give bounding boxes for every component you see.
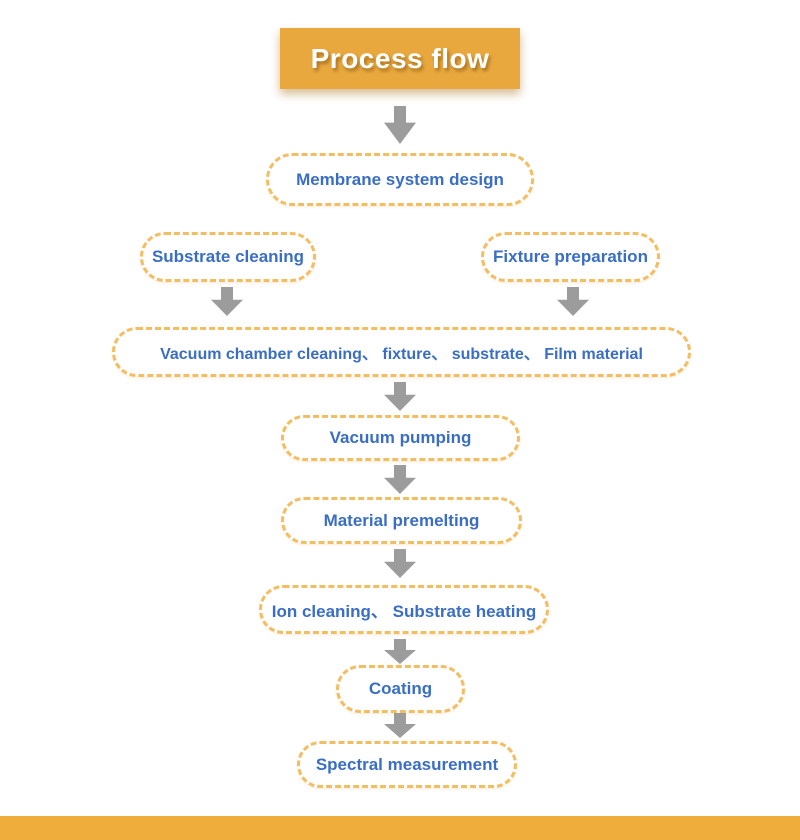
flow-node-membrane-system-design: Membrane system design xyxy=(266,153,534,206)
page-title: Process flow xyxy=(310,42,490,74)
flow-node-label: Ion cleaning、 Substrate heating xyxy=(271,602,537,621)
flow-node-vacuum-pumping: Vacuum pumping xyxy=(281,415,520,461)
down-arrow-icon xyxy=(384,713,416,738)
flow-node-material-premelting: Material premelting xyxy=(281,497,522,544)
down-arrow-icon xyxy=(384,639,416,664)
down-arrow-icon xyxy=(384,465,416,494)
flow-node-label: Material premelting xyxy=(323,510,480,530)
footer-bar xyxy=(0,816,800,840)
flow-node-label: Coating xyxy=(368,679,433,698)
title-banner: Process flow xyxy=(280,28,520,89)
flow-node-label: Substrate cleaning xyxy=(151,247,305,266)
flow-node-label: Spectral measurement xyxy=(315,754,499,774)
down-arrow-icon xyxy=(384,106,416,144)
flow-node-vacuum-chamber-loading: Vacuum chamber cleaning、 fixture、 substr… xyxy=(112,327,691,377)
flow-node-label: Vacuum pumping xyxy=(329,428,472,447)
down-arrow-icon xyxy=(384,549,416,578)
flow-node-fixture-preparation: Fixture preparation xyxy=(481,232,660,282)
flow-node-label: Membrane system design xyxy=(296,169,504,189)
flow-node-label: Vacuum chamber cleaning、 fixture、 substr… xyxy=(160,346,643,363)
down-arrow-icon xyxy=(211,287,243,316)
flow-node-spectral-measurement: Spectral measurement xyxy=(297,741,517,788)
down-arrow-icon xyxy=(557,287,589,316)
flow-node-substrate-cleaning: Substrate cleaning xyxy=(140,232,316,282)
flow-node-label: Fixture preparation xyxy=(493,247,648,266)
flow-node-ion-cleaning-substrate-heating: Ion cleaning、 Substrate heating xyxy=(259,585,549,634)
flow-node-coating: Coating xyxy=(336,665,465,713)
down-arrow-icon xyxy=(384,382,416,411)
